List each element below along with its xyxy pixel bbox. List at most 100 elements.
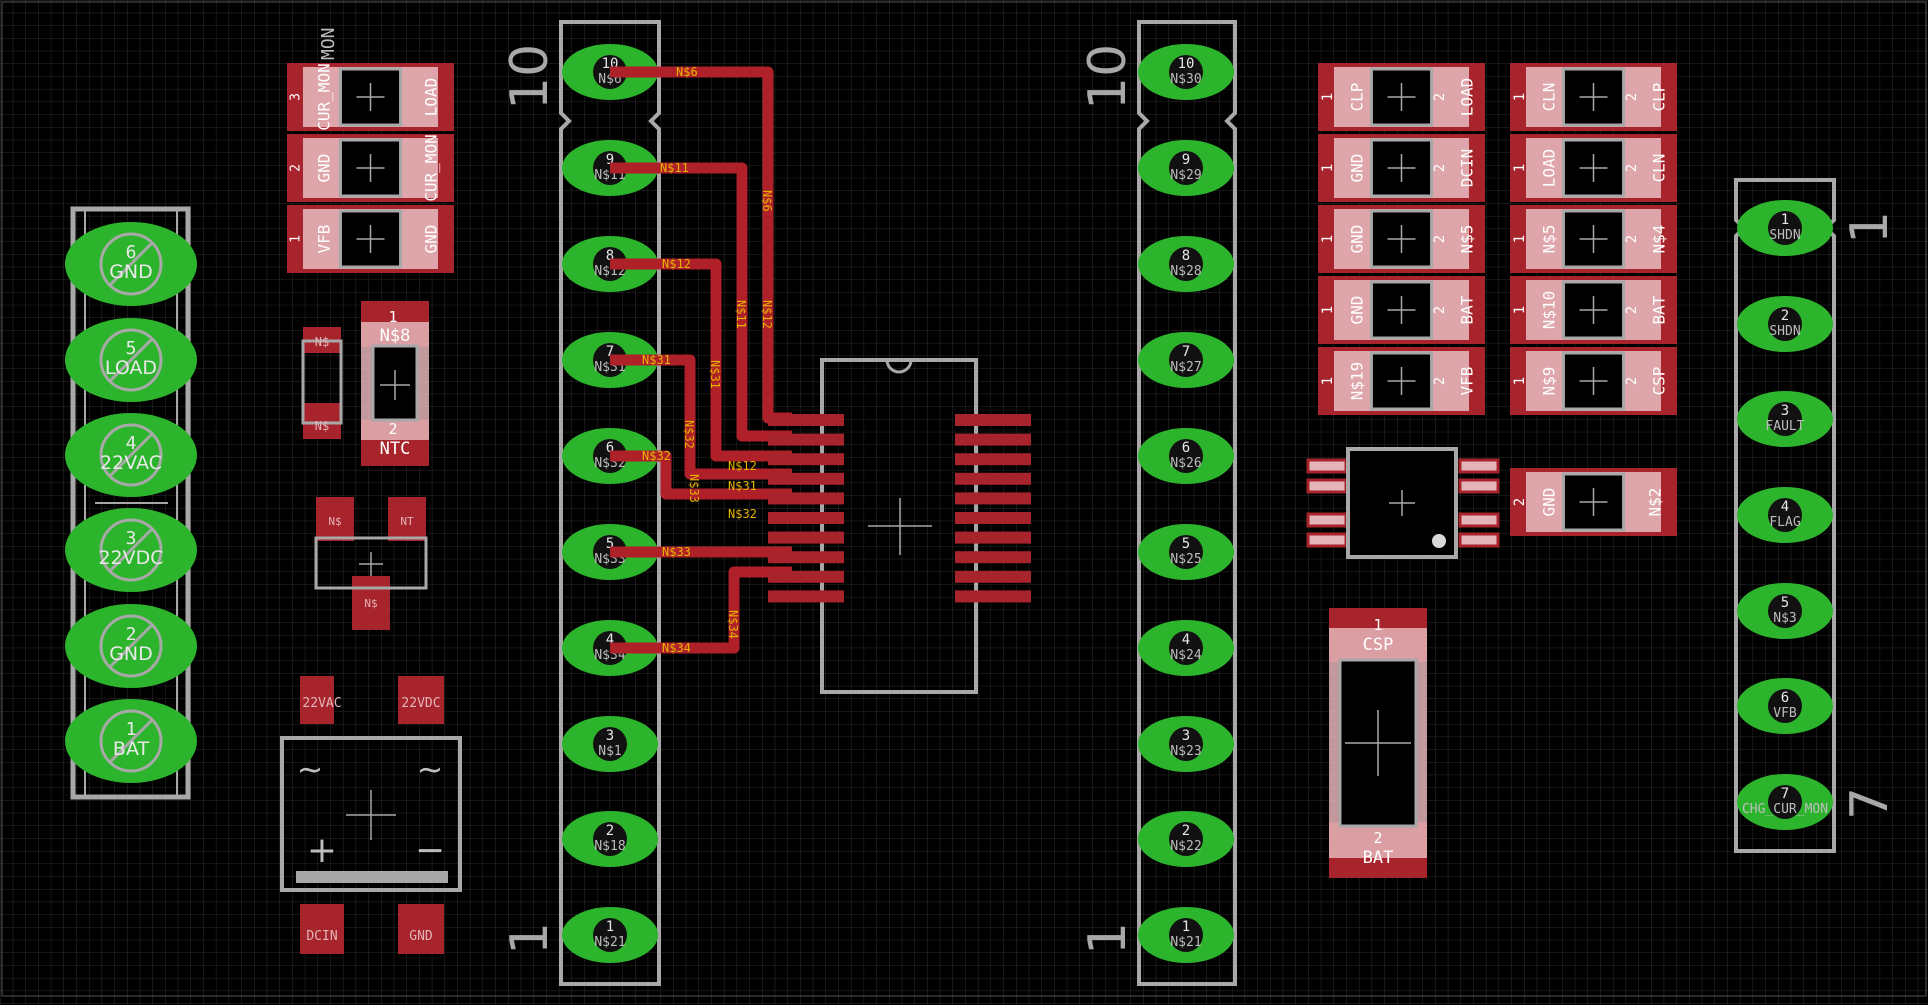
big-cap-bottom-label: BAT <box>1363 848 1394 868</box>
header-mid-pin-8[interactable]: 8N$28 <box>1138 236 1234 292</box>
header-left-pin-2[interactable]: 2N$18 <box>562 811 658 867</box>
ic-pad-left <box>768 472 844 485</box>
bridge-rectifier: ~ ~ + − 22VAC 22VDC DCIN GND <box>280 676 462 954</box>
smd-label: CLN <box>1540 83 1559 112</box>
smd-label: 1 <box>1320 164 1336 172</box>
msop8-ic <box>1306 447 1500 559</box>
ic-pad-right <box>955 570 1031 583</box>
trace-net-label: N$11 <box>660 161 689 175</box>
header-mid-pin-2[interactable]: 2N$22 <box>1138 811 1234 867</box>
header-middle: 10 1 10N$30 9N$29 8N$28 7N$27 6N$26 5N$25 4N$2… <box>1078 20 1237 986</box>
header-mid-pin-9[interactable]: 9N$29 <box>1138 140 1234 196</box>
pin-number: 2 <box>606 823 614 839</box>
ic-pad-right <box>955 512 1031 524</box>
terminal-pad-name: LOAD <box>105 357 157 379</box>
smd-label: CSP <box>1650 367 1669 396</box>
smd-label: 2 <box>289 164 304 172</box>
pin-net: FLAG <box>1769 515 1800 530</box>
smd-label: 3 <box>289 93 304 101</box>
header-left-pin-3[interactable]: 3N$1 <box>562 716 658 772</box>
smd-label: 2 <box>1432 164 1448 172</box>
trace-net-label: N$12 <box>728 459 757 473</box>
smd-label: GND <box>1348 225 1367 254</box>
header-right-label-top: 1 <box>1840 211 1900 244</box>
bridge-plus-symbol: + <box>307 830 337 871</box>
header-mid-pin-1[interactable]: 1N$21 <box>1138 907 1234 963</box>
pin-number: 2 <box>1781 308 1789 324</box>
pin-number: 3 <box>1182 728 1190 744</box>
trace-net-label: N$11 <box>734 300 748 329</box>
smd-label: N$2 <box>1646 488 1665 517</box>
bridge-top-right-label: 22VDC <box>401 696 440 711</box>
pin-net: VFB <box>1773 706 1797 721</box>
smd-label: 1 <box>289 235 304 243</box>
pin-number: 9 <box>1182 152 1190 168</box>
smd-label: 1 <box>1320 377 1336 385</box>
header-right-pin-5[interactable]: 5N$3 <box>1737 583 1833 639</box>
smd-label: GND <box>1540 488 1559 517</box>
pin-net: N$22 <box>1170 839 1201 854</box>
header-mid-pin-5[interactable]: 5N$25 <box>1138 524 1234 580</box>
header-left-label-bottom: 1 <box>500 922 560 955</box>
smd-label: 1 <box>1512 306 1528 314</box>
pin-number: 6 <box>606 440 614 456</box>
header-mid-pin-4[interactable]: 4N$24 <box>1138 620 1234 676</box>
pin-net: N$30 <box>1170 72 1201 87</box>
header-mid-label-bottom: 1 <box>1078 922 1138 955</box>
small-capacitor: N$ N$ <box>301 327 343 439</box>
header-left-pin-1[interactable]: 1N$21 <box>562 907 658 963</box>
bridge-minus-symbol: − <box>415 830 445 871</box>
pin-number: 8 <box>1182 248 1190 264</box>
header-mid-pin-6[interactable]: 6N$26 <box>1138 428 1234 484</box>
pin-number: 7 <box>1781 786 1789 802</box>
smd-label: 2 <box>1512 498 1528 506</box>
smd-label: N$4 <box>1650 225 1669 254</box>
smd-label: N$9 <box>1540 367 1559 396</box>
header-mid-pin-7[interactable]: 7N$27 <box>1138 332 1234 388</box>
smd-label: 2 <box>1624 164 1640 172</box>
bridge-bottom-left-label: DCIN <box>306 929 337 944</box>
pin-number: 1 <box>1781 212 1789 228</box>
sot-bottom-label: N$ <box>364 597 377 610</box>
sot23-package: N$ NT N$ <box>314 497 428 630</box>
ntc-bottom-num: 2 <box>388 420 397 438</box>
pin-net: N$26 <box>1170 456 1201 471</box>
trace-net-label: N$33 <box>687 474 701 503</box>
terminal-pad-name: 22VAC <box>100 452 162 474</box>
ic-pad-left <box>768 433 844 446</box>
smd-label: VFB <box>1458 367 1477 396</box>
header-mid-label-top: 10 <box>1078 44 1138 110</box>
pin-net: CHG_CUR_MON <box>1742 802 1828 817</box>
smd-label: LOAD <box>422 78 441 117</box>
pin-net: N$24 <box>1170 648 1201 663</box>
traces <box>610 66 792 654</box>
pin-number: 4 <box>606 632 614 648</box>
ic-pad-left <box>768 512 844 524</box>
header-mid-pin-3[interactable]: 3N$23 <box>1138 716 1234 772</box>
pin-net: N$21 <box>1170 935 1201 950</box>
smd-label: N$5 <box>1458 225 1477 254</box>
header-mid-pin-10[interactable]: 10N$30 <box>1138 44 1234 100</box>
